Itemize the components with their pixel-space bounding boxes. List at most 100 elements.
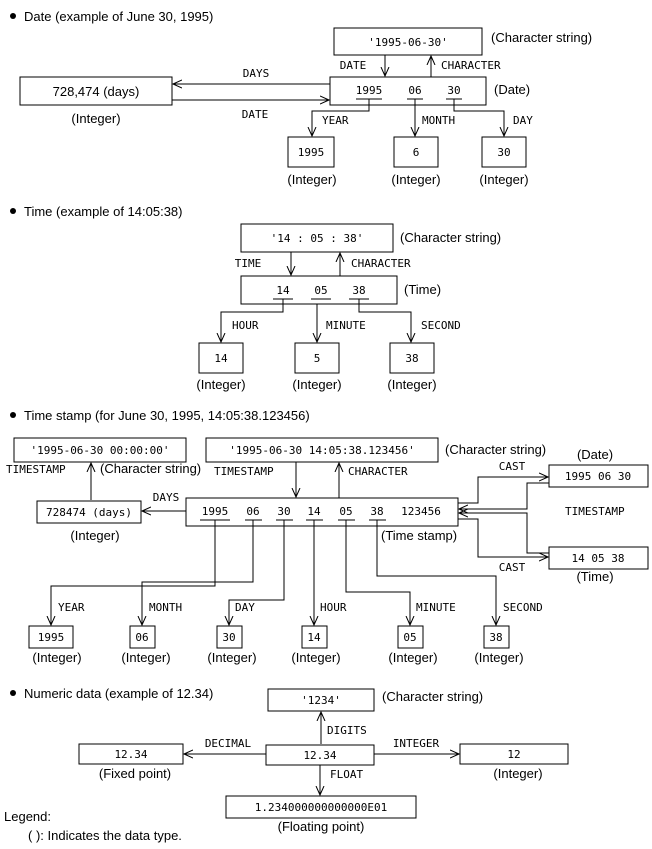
date-day-type: (Integer)	[479, 172, 528, 187]
num-integer-value: 12	[507, 748, 520, 761]
date-label-month: MONTH	[422, 114, 455, 127]
ts-minute-value: 05	[403, 631, 416, 644]
time-second-type: (Integer)	[387, 377, 436, 392]
ts-day-box	[216, 625, 243, 649]
time-value-type: (Time)	[404, 282, 441, 297]
ts-label-timestamp-right: TIMESTAMP	[565, 505, 625, 518]
time-label-second: SECOND	[421, 319, 461, 332]
ts-minute-type: (Integer)	[388, 650, 437, 665]
date-label-date-from-string: DATE	[340, 59, 367, 72]
ts-date-result-box	[548, 464, 649, 488]
ts-midnight-string-type: (Character string)	[100, 461, 201, 476]
timestamp-section-title: Time stamp (for June 30, 1995, 14:05:38.…	[24, 408, 310, 423]
ts-part-hour: 14	[307, 505, 321, 518]
ts-full-string-value: '1995-06-30 14:05:38.123456'	[229, 444, 414, 457]
date-string-type: (Character string)	[491, 30, 592, 45]
time-section: Time (example of 14:05:38) '14 : 05 : 38…	[10, 204, 501, 392]
ts-days-value: 728474 (days)	[46, 506, 132, 519]
ts-month-type: (Integer)	[121, 650, 170, 665]
ts-hour-value: 14	[307, 631, 321, 644]
time-minute-value: 5	[314, 352, 321, 365]
ts-midnight-string-box	[13, 437, 187, 463]
time-part-second: 38	[352, 284, 365, 297]
date-day-box	[481, 136, 527, 168]
time-minute-box	[294, 342, 340, 374]
ts-full-string-box	[205, 437, 439, 463]
ts-date-result-value: 1995 06 30	[565, 470, 631, 483]
time-hour-box	[198, 342, 244, 374]
num-label-integer: INTEGER	[393, 737, 440, 750]
date-month-type: (Integer)	[391, 172, 440, 187]
date-days-box	[19, 76, 173, 106]
time-string-value: '14 : 05 : 38'	[271, 232, 364, 245]
date-days-type: (Integer)	[71, 111, 120, 126]
ts-year-box	[28, 625, 74, 649]
time-label-minute: MINUTE	[326, 319, 366, 332]
date-label-day: DAY	[513, 114, 533, 127]
date-month-value: 6	[413, 146, 420, 159]
ts-time-result-type: (Time)	[576, 569, 613, 584]
time-hour-value: 14	[214, 352, 228, 365]
ts-midnight-string-value: '1995-06-30 00:00:00'	[30, 444, 169, 457]
num-label-digits: DIGITS	[327, 724, 367, 737]
ts-value-type: (Time stamp)	[381, 528, 457, 543]
date-label-days: DAYS	[243, 67, 270, 80]
ts-label-character: CHARACTER	[348, 465, 408, 478]
ts-label-cast-top: CAST	[499, 460, 526, 473]
ts-part-fraction: 123456	[401, 505, 441, 518]
ts-label-day: DAY	[235, 601, 255, 614]
date-part-month: 06	[408, 84, 421, 97]
ts-time-result-box	[548, 546, 649, 570]
ts-label-second: SECOND	[503, 601, 543, 614]
ts-year-type: (Integer)	[32, 650, 81, 665]
ts-label-cast-bottom: CAST	[499, 561, 526, 574]
ts-label-minute: MINUTE	[416, 601, 456, 614]
ts-label-days: DAYS	[153, 491, 180, 504]
num-float-value: 1.234000000000000E01	[255, 801, 387, 814]
num-integer-box	[459, 743, 569, 765]
time-part-minute: 05	[314, 284, 327, 297]
date-year-box	[287, 136, 335, 168]
date-label-character: CHARACTER	[441, 59, 501, 72]
num-label-decimal: DECIMAL	[205, 737, 252, 750]
ts-hour-type: (Integer)	[291, 650, 340, 665]
date-part-year: 1995	[356, 84, 383, 97]
date-value-box	[329, 76, 487, 106]
ts-label-year: YEAR	[58, 601, 85, 614]
bullet-icon	[10, 13, 16, 19]
ts-part-month: 06	[246, 505, 259, 518]
ts-second-box	[483, 625, 510, 649]
numeric-section: Numeric data (example of 12.34) '1234' (…	[10, 686, 569, 834]
num-string-value: '1234'	[301, 694, 341, 707]
ts-date-result-type: (Date)	[577, 447, 613, 462]
numeric-section-title: Numeric data (example of 12.34)	[24, 686, 213, 701]
time-label-time: TIME	[235, 257, 262, 270]
ts-part-day: 30	[277, 505, 290, 518]
time-second-box	[389, 342, 435, 374]
num-float-box	[225, 795, 417, 819]
time-string-box	[240, 223, 394, 253]
time-hour-type: (Integer)	[196, 377, 245, 392]
date-label-year: YEAR	[322, 114, 349, 127]
ts-month-box	[129, 625, 156, 649]
time-second-value: 38	[405, 352, 418, 365]
date-year-value: 1995	[298, 146, 325, 159]
ts-second-value: 38	[489, 631, 502, 644]
ts-part-year: 1995	[202, 505, 229, 518]
ts-day-value: 30	[222, 631, 235, 644]
date-string-value: '1995-06-30'	[368, 36, 447, 49]
time-section-title: Time (example of 14:05:38)	[24, 204, 182, 219]
ts-full-string-type: (Character string)	[445, 442, 546, 457]
bullet-icon	[10, 208, 16, 214]
time-string-type: (Character string)	[400, 230, 501, 245]
num-label-float: FLOAT	[330, 768, 363, 781]
ts-label-timestamp-left: TIMESTAMP	[6, 463, 66, 476]
time-minute-type: (Integer)	[292, 377, 341, 392]
bullet-icon	[10, 690, 16, 696]
date-month-box	[393, 136, 439, 168]
num-float-type: (Floating point)	[278, 819, 365, 834]
ts-year-value: 1995	[38, 631, 65, 644]
num-fixed-type: (Fixed point)	[99, 766, 171, 781]
date-part-day: 30	[447, 84, 460, 97]
